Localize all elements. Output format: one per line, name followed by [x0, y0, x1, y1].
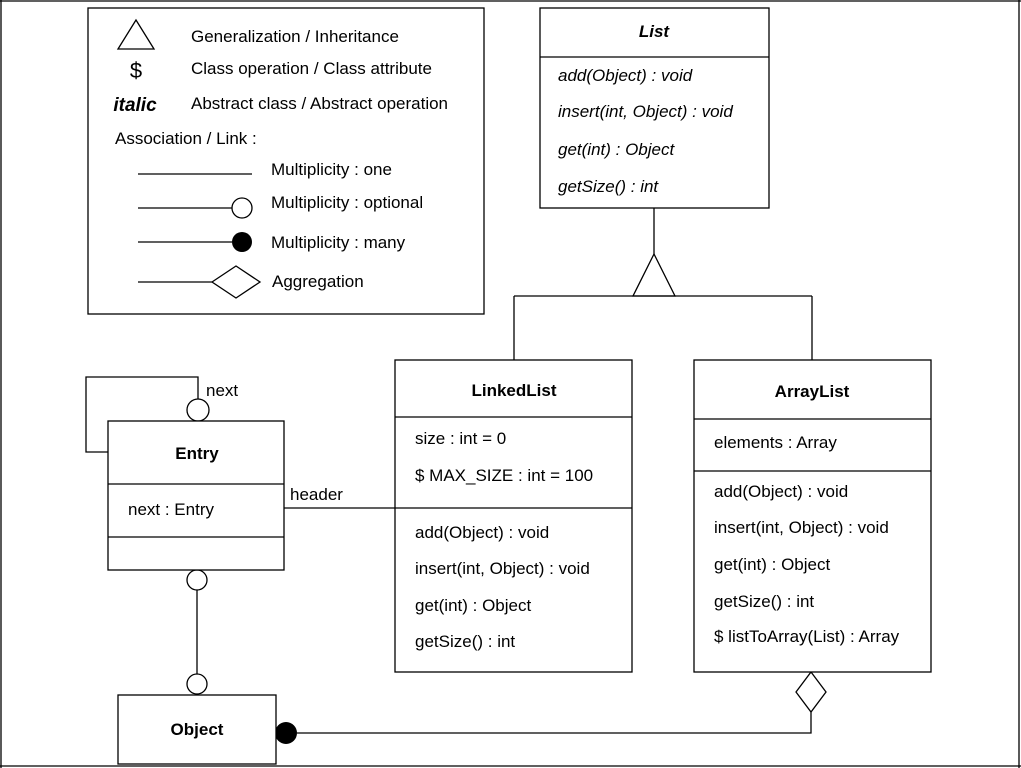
list-operation-get: get(int) : Object: [558, 140, 675, 159]
linkedlist-attribute-size: size : int = 0: [415, 429, 506, 448]
linkedlist-operation-add: add(Object) : void: [415, 523, 549, 542]
entry-class-name: Entry: [175, 444, 219, 463]
legend-class-operation-text: Class operation / Class attribute: [191, 59, 432, 78]
entry-object-top-circle-icon: [186, 569, 208, 591]
entry-self-association-label: next: [206, 381, 238, 400]
legend-filled-circle-icon: [232, 232, 252, 252]
class-object: Object: [117, 694, 277, 765]
class-linkedlist: LinkedList size : int = 0 $ MAX_SIZE : i…: [394, 359, 633, 673]
linkedlist-class-box: [394, 359, 633, 673]
linkedlist-class-name: LinkedList: [471, 381, 556, 400]
aggregation-line: [297, 712, 812, 734]
legend-abstract-class-text: Abstract class / Abstract operation: [191, 94, 448, 113]
legend-dollar-symbol: $: [130, 58, 142, 83]
entry-object-bottom-circle-icon: [186, 673, 208, 695]
entry-class-box: [107, 420, 285, 571]
arraylist-operation-add: add(Object) : void: [714, 482, 848, 501]
generalization-triangle-icon: [631, 252, 677, 297]
arraylist-operation-get: get(int) : Object: [714, 555, 830, 574]
legend: Generalization / Inheritance $ Class ope…: [87, 7, 485, 315]
list-operation-getsize: getSize() : int: [558, 177, 659, 196]
object-class-name: Object: [171, 720, 224, 739]
entry-self-optional-circle-icon: [186, 398, 210, 422]
object-class-box: [117, 694, 277, 765]
class-list: List add(Object) : void insert(int, Obje…: [539, 7, 770, 209]
arraylist-class-name: ArrayList: [775, 382, 850, 401]
linkedlist-operation-insert: insert(int, Object) : void: [415, 559, 590, 578]
legend-multiplicity-many-text: Multiplicity : many: [271, 233, 406, 252]
aggregation-diamond-icon: [795, 670, 827, 714]
arraylist-operation-getsize: getSize() : int: [714, 592, 814, 611]
legend-association-heading: Association / Link :: [115, 129, 257, 148]
arraylist-operation-insert: insert(int, Object) : void: [714, 518, 889, 537]
arraylist-operation-listtoarray: $ listToArray(List) : Array: [714, 627, 900, 646]
list-operation-add: add(Object) : void: [558, 66, 693, 85]
class-arraylist: ArrayList elements : Array add(Object) :…: [693, 359, 932, 673]
legend-multiplicity-one-text: Multiplicity : one: [271, 160, 392, 179]
legend-aggregation-text: Aggregation: [272, 272, 364, 291]
entry-self-association-line: [85, 376, 199, 453]
arraylist-attribute-elements: elements : Array: [714, 433, 837, 452]
list-operation-insert: insert(int, Object) : void: [558, 102, 733, 121]
legend-triangle-icon: [116, 18, 156, 50]
connectors: next header: [85, 208, 827, 744]
legend-open-circle-icon: [231, 197, 253, 219]
entry-attribute-next: next : Entry: [128, 500, 214, 519]
aggregation-many-circle-icon: [275, 722, 297, 744]
legend-italic-symbol: italic: [113, 95, 157, 116]
list-class-box: [539, 7, 770, 209]
legend-box: [87, 7, 485, 315]
linkedlist-operation-getsize: getSize() : int: [415, 632, 515, 651]
legend-diamond-icon: [210, 265, 262, 299]
header-association-label: header: [290, 485, 343, 504]
list-class-name: List: [639, 22, 671, 41]
legend-generalization-text: Generalization / Inheritance: [191, 27, 399, 46]
class-entry: Entry next : Entry: [107, 420, 285, 571]
linkedlist-operation-get: get(int) : Object: [415, 596, 531, 615]
legend-multiplicity-optional-text: Multiplicity : optional: [271, 193, 423, 212]
linkedlist-attribute-max-size: $ MAX_SIZE : int = 100: [415, 466, 593, 485]
arraylist-class-box: [693, 359, 932, 673]
